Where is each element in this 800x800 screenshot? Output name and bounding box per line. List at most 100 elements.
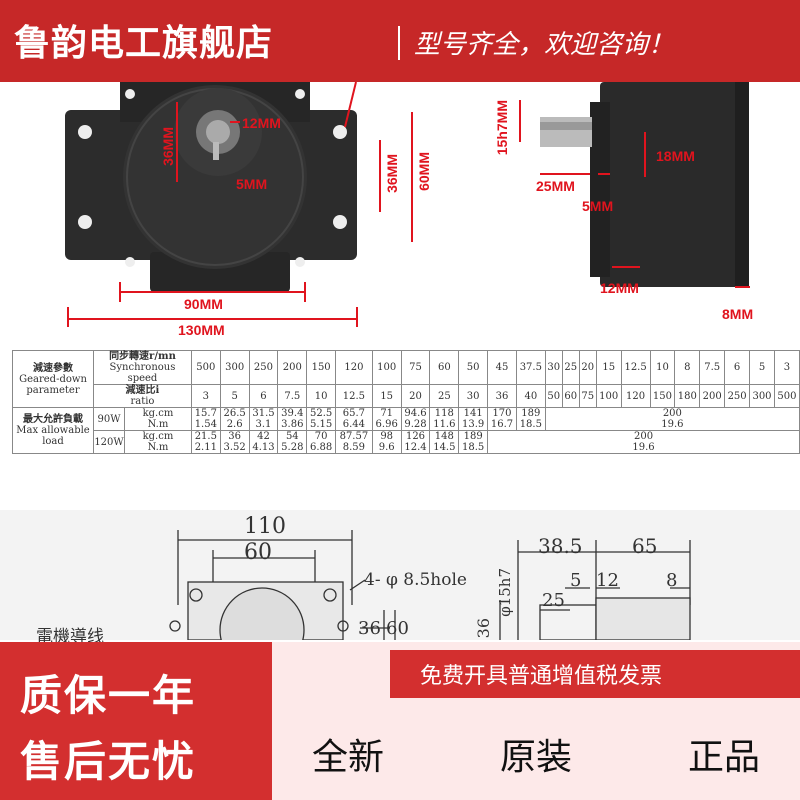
speed-cell: 6 bbox=[724, 350, 751, 385]
load-label-en: Max allowable load bbox=[16, 425, 90, 447]
speed-cell: 15 bbox=[595, 350, 622, 385]
load-kg: 42 bbox=[257, 431, 270, 442]
speed-cell: 7.5 bbox=[699, 350, 726, 385]
load-nm: 2.11 bbox=[194, 442, 217, 453]
load-kg: 52.5 bbox=[310, 408, 333, 419]
speed-cell: 500 bbox=[190, 350, 221, 385]
dim-flange-h: 36MM bbox=[160, 127, 176, 166]
wattage-cell: 120W bbox=[93, 430, 125, 454]
dim-hole-v2: 60MM bbox=[416, 152, 432, 191]
drawing-dim-65: 65 bbox=[632, 534, 658, 558]
unit-nm: N.m bbox=[147, 419, 169, 430]
load-kg: 65.7 bbox=[342, 408, 366, 419]
max-kg: 200 bbox=[662, 408, 682, 419]
speed-cell: 8 bbox=[674, 350, 701, 385]
dim-width-outer: 130MM bbox=[178, 322, 225, 338]
motor-photo-svg bbox=[65, 81, 750, 327]
drawing-dim-60v: 60 bbox=[386, 618, 409, 639]
speed-cell: 60 bbox=[429, 350, 460, 385]
store-slogan: 型号齐全，欢迎咨询！ bbox=[414, 30, 675, 60]
ratio-cell: 30 bbox=[458, 384, 489, 408]
ratio-cell: 60 bbox=[561, 384, 580, 408]
ratio-cn: 減速比i bbox=[125, 385, 160, 396]
ratio-cell: 50 bbox=[544, 384, 563, 408]
load-kg: 126 bbox=[405, 431, 426, 442]
load-nm: 14.5 bbox=[433, 442, 456, 453]
load-kg: 39.4 bbox=[281, 408, 304, 419]
ratio-cell: 25 bbox=[429, 384, 460, 408]
load-nm: 13.9 bbox=[462, 419, 485, 430]
dim-side-key: 5MM bbox=[582, 198, 614, 214]
dim-side-shaft-len: 25MM bbox=[536, 178, 575, 194]
invoice-text: 免费开具普通增值税发票 bbox=[420, 664, 663, 689]
load-nm: 3.86 bbox=[281, 419, 304, 430]
sync-speed-cn: 同步轉速r/mn bbox=[109, 351, 176, 362]
load-kg: 189 bbox=[463, 431, 483, 442]
dim-side-height: 18MM bbox=[656, 148, 695, 164]
invoice-bar bbox=[390, 650, 800, 698]
drawing-hole-label: 4- φ 8.5hole bbox=[364, 570, 467, 590]
load-kg: 94.6 bbox=[404, 408, 427, 419]
ratio-cell: 6 bbox=[248, 384, 279, 408]
speed-cell: 37.5 bbox=[515, 350, 546, 385]
load-kg: 21.5 bbox=[194, 431, 217, 442]
ratio-cell: 3 bbox=[190, 384, 221, 408]
speed-cell: 12.5 bbox=[620, 350, 651, 385]
drawing-dim-60: 60 bbox=[244, 540, 272, 565]
load-kg: 189 bbox=[521, 408, 541, 419]
wattage-cell: 90W bbox=[93, 407, 125, 431]
speed-cell: 120 bbox=[335, 350, 373, 385]
speed-cell: 75 bbox=[400, 350, 431, 385]
load-nm: 3.1 bbox=[255, 419, 272, 430]
ratio-cell: 180 bbox=[674, 384, 701, 408]
load-nm: 5.15 bbox=[310, 419, 333, 430]
speed-cell: 150 bbox=[306, 350, 337, 385]
quality-new: 全新 bbox=[312, 737, 385, 778]
param-label-cn: 減速參數 bbox=[33, 362, 73, 374]
ratio-cell: 10 bbox=[306, 384, 337, 408]
load-kg: 148 bbox=[434, 431, 454, 442]
dim-side-flange: 12MM bbox=[600, 280, 639, 296]
drawing-dim-5: 5 bbox=[570, 570, 582, 591]
unit-nm: N.m bbox=[147, 442, 169, 453]
max-nm: 19.6 bbox=[661, 419, 684, 430]
sync-speed-en: Synchronous speed bbox=[109, 362, 176, 384]
load-kg: 70 bbox=[314, 431, 328, 442]
speed-cell: 20 bbox=[578, 350, 597, 385]
load-nm: 3.52 bbox=[223, 442, 246, 453]
drawing-dim-110: 110 bbox=[244, 514, 286, 539]
speed-cell: 30 bbox=[544, 350, 563, 385]
speed-cell: 45 bbox=[487, 350, 517, 385]
load-kg: 118 bbox=[434, 408, 454, 419]
dim-shaft-dia: 12MM bbox=[242, 115, 281, 131]
top-banner bbox=[0, 0, 800, 82]
store-brand: 鲁韵电工旗舰店 bbox=[14, 23, 274, 64]
ratio-cell: 200 bbox=[699, 384, 726, 408]
load-kg: 71 bbox=[380, 408, 394, 419]
max-kg: 200 bbox=[633, 431, 654, 442]
max-nm: 19.6 bbox=[632, 442, 655, 453]
load-nm: 8.59 bbox=[342, 442, 366, 453]
load-nm: 1.54 bbox=[194, 419, 217, 430]
